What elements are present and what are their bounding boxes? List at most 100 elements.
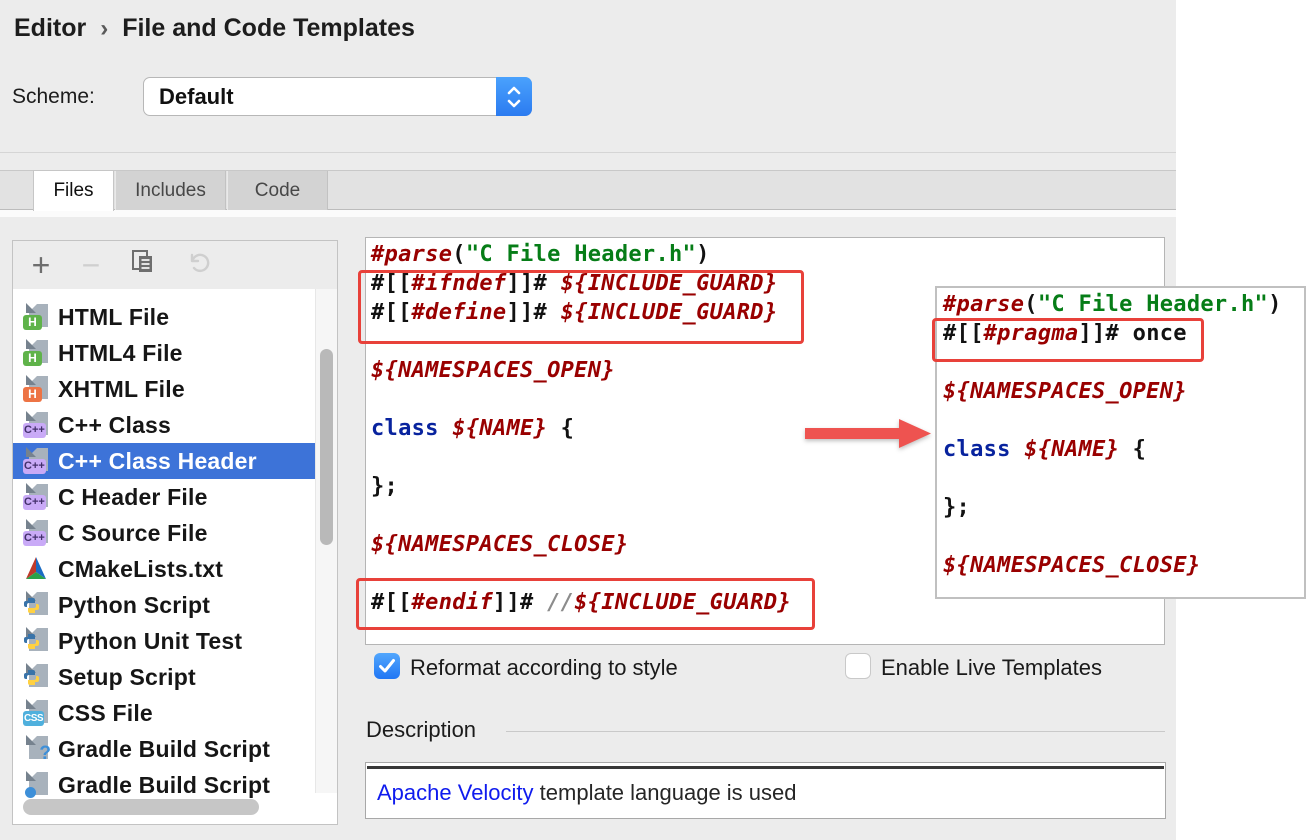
description-text: Apache Velocity template language is use… (377, 780, 797, 806)
description-divider (506, 731, 1165, 732)
list-item[interactable]: Setup Script (13, 659, 317, 695)
html-file-icon: H (23, 303, 49, 330)
code-line: }; (371, 474, 399, 499)
copy-button[interactable] (123, 241, 163, 288)
code-line: ${NAMESPACES_CLOSE} (371, 532, 629, 557)
horizontal-scrollbar-thumb[interactable] (23, 799, 259, 815)
code-line: }; (943, 495, 971, 520)
remove-button[interactable]: − (71, 241, 111, 288)
list-item-label: CSS File (58, 699, 153, 726)
annotation-box-include-guard (358, 270, 804, 344)
code-line: class ${NAME} { (371, 416, 575, 441)
live-templates-checkbox[interactable] (845, 653, 871, 679)
gradle-o-file-icon (23, 771, 49, 798)
copy-icon (130, 249, 156, 280)
vertical-scrollbar-thumb[interactable] (320, 349, 333, 545)
tab-content-edge (0, 210, 1176, 217)
list-item-label: C Source File (58, 519, 208, 546)
code-line: #parse("C File Header.h") (943, 292, 1282, 317)
description-rest: template language is used (533, 780, 797, 805)
breadcrumb-separator-icon: › (100, 14, 109, 42)
list-item[interactable]: CSS CSS File (13, 695, 317, 731)
list-item-label: HTML File (58, 303, 170, 330)
list-item-label: C++ Class (58, 411, 172, 438)
undo-icon (185, 249, 211, 280)
list-item-label: Python Script (58, 591, 211, 618)
scheme-label: Scheme: (12, 85, 95, 108)
code-line: ${NAMESPACES_OPEN} (943, 379, 1187, 404)
code-line: #parse("C File Header.h") (371, 242, 710, 267)
breadcrumb: Editor › File and Code Templates (14, 14, 415, 43)
css-file-icon: CSS (23, 699, 49, 726)
minus-icon: − (81, 246, 101, 283)
code-line (371, 443, 791, 472)
list-item[interactable]: C++ C++ Class (13, 407, 317, 443)
code-line: ${NAMESPACES_OPEN} (371, 358, 615, 383)
list-item[interactable]: C++ C++ Class Header (13, 443, 317, 479)
tab-files[interactable]: Files (33, 170, 114, 211)
cpp-file-icon: C++ (23, 447, 49, 474)
code-line: class ${NAME} { (943, 437, 1147, 462)
template-code[interactable]: #parse("C File Header.h") #[[#ifndef]]# $… (371, 240, 791, 617)
annotation-box-endif (356, 578, 815, 630)
reformat-label[interactable]: Reformat according to style (410, 655, 678, 680)
tab-code[interactable]: Code (227, 171, 328, 210)
list-item[interactable]: H HTML File (13, 299, 317, 335)
html-file-icon: H (23, 339, 49, 366)
stepper-chevrons-icon[interactable] (496, 77, 532, 116)
list-item-label: XHTML File (58, 375, 185, 402)
code-line: #[[#ifndef]]# ${INCLUDE_GUARD} (371, 271, 778, 296)
preview-code: #parse("C File Header.h") #[[#pragma]]# o… (943, 290, 1282, 580)
template-list-panel: + − (12, 240, 338, 825)
tab-strip: Files Includes Code (0, 170, 1176, 211)
scheme-value: Default (159, 84, 234, 109)
list-item[interactable]: ? Gradle Build Script (13, 731, 317, 767)
code-line: #[[#pragma]]# once (943, 321, 1187, 346)
code-line: ${NAMESPACES_CLOSE} (943, 553, 1201, 578)
code-line (371, 385, 791, 414)
page-title: File and Code Templates (122, 14, 415, 42)
scheme-select[interactable]: Default (143, 77, 532, 116)
list-item-label: Gradle Build Script (58, 735, 271, 762)
list-item[interactable]: Python Unit Test (13, 623, 317, 659)
description-box-topline (367, 766, 1164, 769)
code-line (943, 522, 1282, 551)
list-item[interactable]: Python Script (13, 587, 317, 623)
code-line: #[[#endif]]# //${INCLUDE_GUARD} (371, 590, 791, 615)
vertical-scrollbar-track[interactable] (315, 289, 337, 793)
list-item[interactable]: C++ C Header File (13, 479, 317, 515)
gradle-q-file-icon: ? (23, 735, 51, 764)
header-divider (0, 152, 1176, 153)
plus-icon: + (31, 246, 51, 283)
reset-button[interactable] (178, 241, 218, 288)
list-item-label: Setup Script (58, 663, 196, 690)
live-templates-label[interactable]: Enable Live Templates (881, 655, 1102, 680)
code-line: #[[#define]]# ${INCLUDE_GUARD} (371, 300, 778, 325)
list-item-label: Python Unit Test (58, 627, 243, 654)
apache-velocity-link[interactable]: Apache Velocity (377, 780, 534, 805)
list-item-label: Gradle Build Script (58, 771, 271, 798)
code-line (371, 501, 791, 530)
list-item-label: CMakeLists.txt (58, 555, 224, 582)
list-item[interactable]: C++C Source File (13, 515, 317, 551)
list-item-label: C Header File (58, 483, 208, 510)
cpp-file-icon: C++ (23, 411, 49, 438)
description-box[interactable]: Apache Velocity template language is use… (365, 762, 1166, 819)
list-item[interactable]: Gradle Build Script (13, 767, 317, 803)
list-item-label: C++ Class Header (58, 447, 257, 474)
python-file-icon (23, 663, 49, 690)
code-line (943, 464, 1282, 493)
code-line (943, 406, 1282, 435)
checkmark-icon (379, 659, 395, 673)
cpp-file-icon: C++ (23, 483, 49, 510)
add-button[interactable]: + (21, 241, 61, 288)
reformat-checkbox[interactable] (374, 653, 400, 679)
breadcrumb-editor[interactable]: Editor (14, 14, 87, 42)
tab-includes[interactable]: Includes (115, 171, 226, 210)
annotation-box-pragma (932, 318, 1204, 362)
description-label: Description (366, 717, 477, 742)
list-item[interactable]: CMakeLists.txt (13, 551, 317, 587)
